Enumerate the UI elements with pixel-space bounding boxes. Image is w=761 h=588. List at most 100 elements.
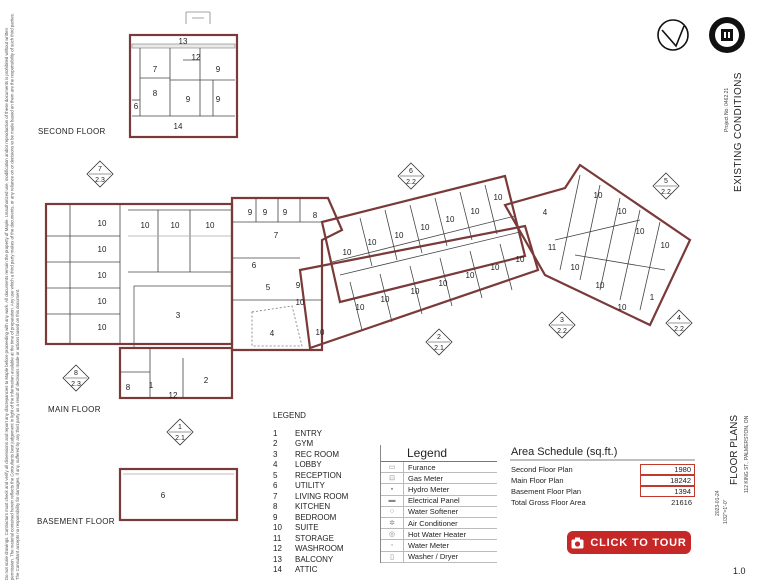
svg-text:12: 12 <box>169 391 178 400</box>
area-schedule: Area Schedule (sq.ft.) Second Floor Plan… <box>511 446 695 508</box>
svg-text:10: 10 <box>98 297 107 306</box>
legend-item-furnace: ▭Furance <box>381 462 497 474</box>
section-marker-8: 8 2.3 <box>62 364 90 392</box>
section-marker-7: 7 2.3 <box>86 160 114 188</box>
svg-text:10: 10 <box>421 223 430 232</box>
svg-text:8: 8 <box>153 89 158 98</box>
svg-text:10: 10 <box>98 245 107 254</box>
svg-text:9: 9 <box>296 281 301 290</box>
legend-item-air-conditioner: ✲Air Conditioner <box>381 517 497 530</box>
legend-item-water-meter: ◦Water Meter <box>381 540 497 552</box>
svg-text:10: 10 <box>516 255 525 264</box>
svg-text:6: 6 <box>252 261 257 270</box>
basement-floor-plan <box>118 467 239 522</box>
svg-text:10: 10 <box>395 231 404 240</box>
svg-text:10: 10 <box>618 303 627 312</box>
svg-text:9: 9 <box>216 95 221 104</box>
svg-text:2.1: 2.1 <box>175 435 185 442</box>
svg-text:9: 9 <box>263 208 268 217</box>
legend-item-electrical-panel: ▬Electrical Panel <box>381 495 497 507</box>
svg-text:10: 10 <box>316 328 325 337</box>
click-to-tour-label: CLICK TO TOUR <box>590 536 687 549</box>
svg-text:10: 10 <box>356 303 365 312</box>
svg-text:10: 10 <box>141 221 150 230</box>
svg-text:10: 10 <box>594 191 603 200</box>
svg-text:8: 8 <box>313 211 318 220</box>
svg-text:10: 10 <box>343 248 352 257</box>
svg-text:10: 10 <box>381 295 390 304</box>
svg-text:10: 10 <box>618 207 627 216</box>
svg-text:1: 1 <box>149 381 154 390</box>
svg-text:2.3: 2.3 <box>71 381 81 388</box>
air-conditioner-icon: ✲ <box>389 520 395 528</box>
svg-text:13: 13 <box>179 37 188 46</box>
svg-text:2.2: 2.2 <box>674 326 684 333</box>
section-marker-1: 1 2.1 <box>166 418 194 446</box>
main-floor-centre <box>230 196 344 352</box>
svg-text:9: 9 <box>186 95 191 104</box>
svg-text:9: 9 <box>283 208 288 217</box>
svg-text:12: 12 <box>192 53 201 62</box>
svg-text:10: 10 <box>171 221 180 230</box>
svg-text:1: 1 <box>178 424 182 431</box>
furnace-icon: ▭ <box>388 464 396 472</box>
water-meter-icon: ◦ <box>390 541 394 549</box>
section-marker-2: 2 2.1 <box>425 328 453 356</box>
svg-text:10: 10 <box>636 227 645 236</box>
svg-text:10: 10 <box>446 215 455 224</box>
svg-text:7: 7 <box>153 65 158 74</box>
drawing-scale: 1/32"=1'-0" <box>723 499 729 524</box>
svg-text:9: 9 <box>216 65 221 74</box>
legend-item-hot-water-heater: ◎Hot Water Heater <box>381 529 497 541</box>
svg-text:10: 10 <box>596 281 605 290</box>
svg-text:10: 10 <box>98 219 107 228</box>
area-schedule-title: Area Schedule (sq.ft.) <box>511 446 618 458</box>
firm-logo-mark <box>657 19 689 51</box>
project-number: Project No: 0462.21 <box>724 87 730 132</box>
click-to-tour-button[interactable]: CLICK TO TOUR <box>567 531 691 554</box>
svg-text:7: 7 <box>274 231 279 240</box>
section-marker-5: 5 2.2 <box>652 172 680 200</box>
svg-text:11: 11 <box>548 243 557 252</box>
svg-text:14: 14 <box>174 122 183 131</box>
svg-text:9: 9 <box>248 208 253 217</box>
svg-text:10: 10 <box>368 238 377 247</box>
section-marker-4: 4 2.2 <box>665 309 693 337</box>
plans-title: FLOOR PLANS <box>729 414 740 485</box>
svg-text:2: 2 <box>204 376 209 385</box>
symbol-legend: Legend ▭Furance ⊡Gas Meter ▪Hydro Meter … <box>380 445 497 563</box>
svg-text:5: 5 <box>664 178 668 185</box>
svg-text:10: 10 <box>471 207 480 216</box>
svg-text:7: 7 <box>98 166 102 173</box>
svg-text:4: 4 <box>677 315 681 322</box>
svg-text:10: 10 <box>98 323 107 332</box>
svg-text:10: 10 <box>494 193 503 202</box>
main-floor-diagonal-wing <box>298 174 540 350</box>
svg-text:10: 10 <box>571 263 580 272</box>
svg-text:5: 5 <box>266 283 271 292</box>
section-marker-6: 6 2.2 <box>397 162 425 190</box>
svg-text:10: 10 <box>296 298 305 307</box>
svg-text:2.3: 2.3 <box>95 177 105 184</box>
svg-text:4: 4 <box>543 208 548 217</box>
seal-mark <box>709 17 745 53</box>
svg-text:10: 10 <box>206 221 215 230</box>
svg-text:2.2: 2.2 <box>661 189 671 196</box>
svg-text:8: 8 <box>126 383 131 392</box>
symbol-legend-title: Legend <box>381 445 497 462</box>
second-floor-label: SECOND FLOOR <box>38 127 106 136</box>
water-softener-icon: ○ <box>389 508 395 516</box>
svg-text:10: 10 <box>661 241 670 250</box>
svg-text:10: 10 <box>491 263 500 272</box>
washer-dryer-icon: ▯ <box>390 553 394 561</box>
second-floor-plan <box>128 11 239 139</box>
